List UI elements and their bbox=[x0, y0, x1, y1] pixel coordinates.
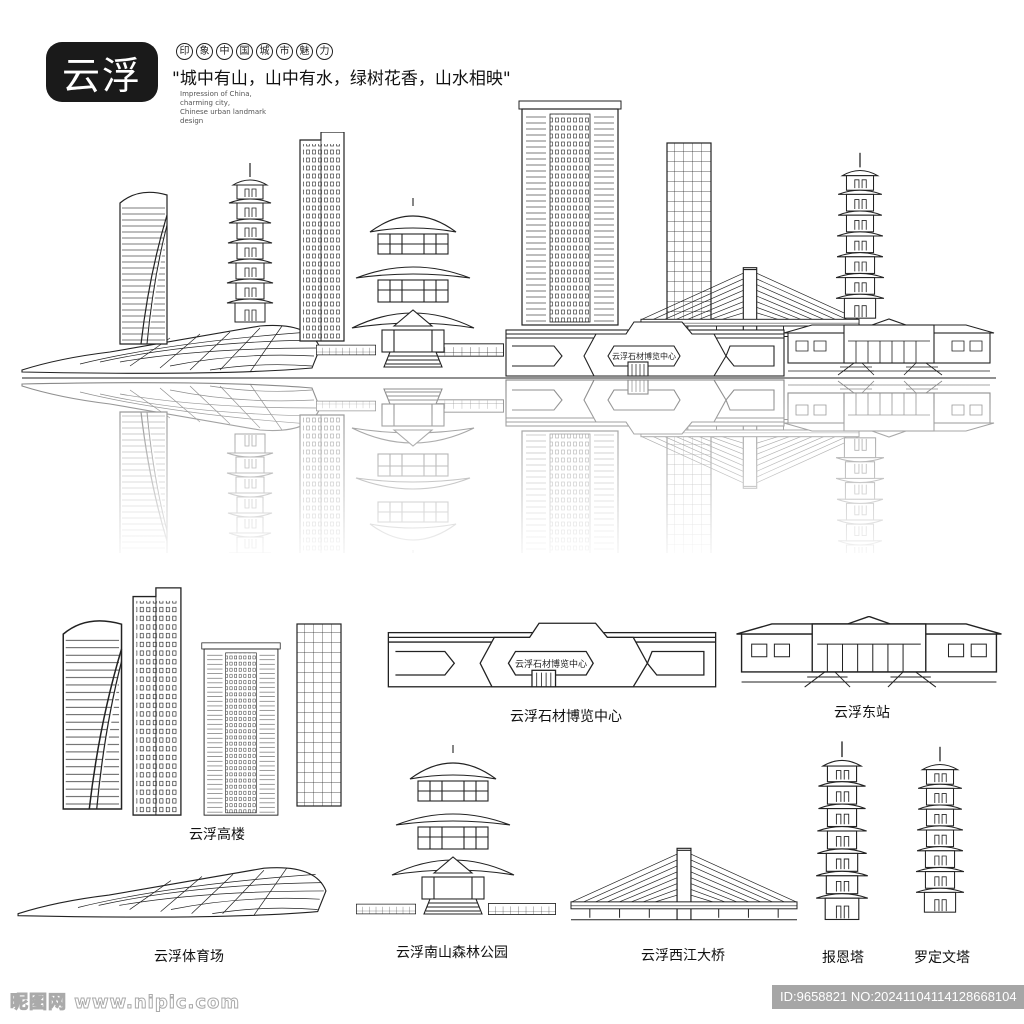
stadium-icon-drawing bbox=[17, 867, 327, 918]
watermark-id: ID:9658821 NO:20241104114128668104 bbox=[772, 985, 1024, 1009]
pavilion-drawing bbox=[351, 197, 475, 368]
baoen-pagoda-drawing bbox=[226, 163, 274, 323]
circled-char: 魅 bbox=[296, 43, 313, 60]
circled-char: 力 bbox=[316, 43, 333, 60]
luoding-pagoda-icon-drawing bbox=[915, 746, 965, 913]
skyline-main bbox=[21, 100, 996, 379]
label-luoding-pagoda: 罗定文塔 bbox=[914, 950, 970, 966]
circled-subtitle: 印 象 中 国 城 市 魅 力 bbox=[176, 43, 333, 60]
baoen-pagoda-icon-drawing bbox=[815, 740, 869, 921]
label-park: 云浮南山森林公园 bbox=[396, 945, 508, 961]
circled-char: 城 bbox=[256, 43, 273, 60]
museum-sign-text: 云浮石材博览中心 bbox=[612, 351, 676, 361]
stadium-drawing bbox=[21, 324, 321, 374]
high-rise-drawing bbox=[518, 100, 622, 326]
english-line: Impression of China, bbox=[180, 90, 252, 98]
label-museum: 云浮石材博览中心 bbox=[510, 709, 622, 725]
circled-char: 象 bbox=[196, 43, 213, 60]
circled-char: 中 bbox=[216, 43, 233, 60]
luoding-pagoda-drawing bbox=[835, 152, 885, 319]
circled-char: 市 bbox=[276, 43, 293, 60]
curved-tower-icon-drawing bbox=[62, 620, 123, 810]
slogan: "城中有山，山中有水，绿树花香，山水相映" bbox=[172, 69, 511, 89]
english-line: charming city, bbox=[180, 99, 231, 107]
station-drawing bbox=[783, 318, 995, 376]
museum-sign-text-detail: 云浮石材博览中心 bbox=[515, 658, 587, 670]
circled-char: 印 bbox=[176, 43, 193, 60]
station-icon-drawing bbox=[735, 616, 1003, 688]
pavilion-icon-drawing bbox=[391, 744, 515, 915]
railing-drawing bbox=[356, 902, 416, 916]
museum-icon-drawing bbox=[387, 622, 717, 688]
bridge-icon-drawing bbox=[570, 847, 798, 921]
label-towers: 云浮高楼 bbox=[189, 827, 245, 843]
curved-tower-drawing bbox=[119, 191, 168, 345]
label-stadium: 云浮体育场 bbox=[154, 949, 224, 965]
circled-char: 国 bbox=[236, 43, 253, 60]
city-title-badge: 云浮 bbox=[46, 42, 158, 102]
label-station: 云浮东站 bbox=[834, 705, 890, 721]
glass-tower-icon-drawing bbox=[296, 623, 342, 807]
slab-tower-icon-drawing bbox=[132, 587, 182, 816]
railing-drawing bbox=[488, 902, 556, 916]
watermark-logo: 昵图网 www.nipic.com bbox=[9, 992, 241, 1014]
slab-tower-drawing bbox=[299, 132, 345, 342]
high-rise-icon-drawing bbox=[201, 642, 281, 816]
museum-drawing bbox=[505, 321, 785, 377]
label-baoen-pagoda: 报恩塔 bbox=[822, 950, 864, 966]
english-line: Chinese urban landmark bbox=[180, 108, 267, 116]
english-line: design bbox=[180, 117, 204, 125]
english-description: Impression of China, charming city, Chin… bbox=[180, 90, 270, 126]
railing-drawing bbox=[316, 344, 376, 356]
label-bridge: 云浮西江大桥 bbox=[641, 948, 725, 964]
